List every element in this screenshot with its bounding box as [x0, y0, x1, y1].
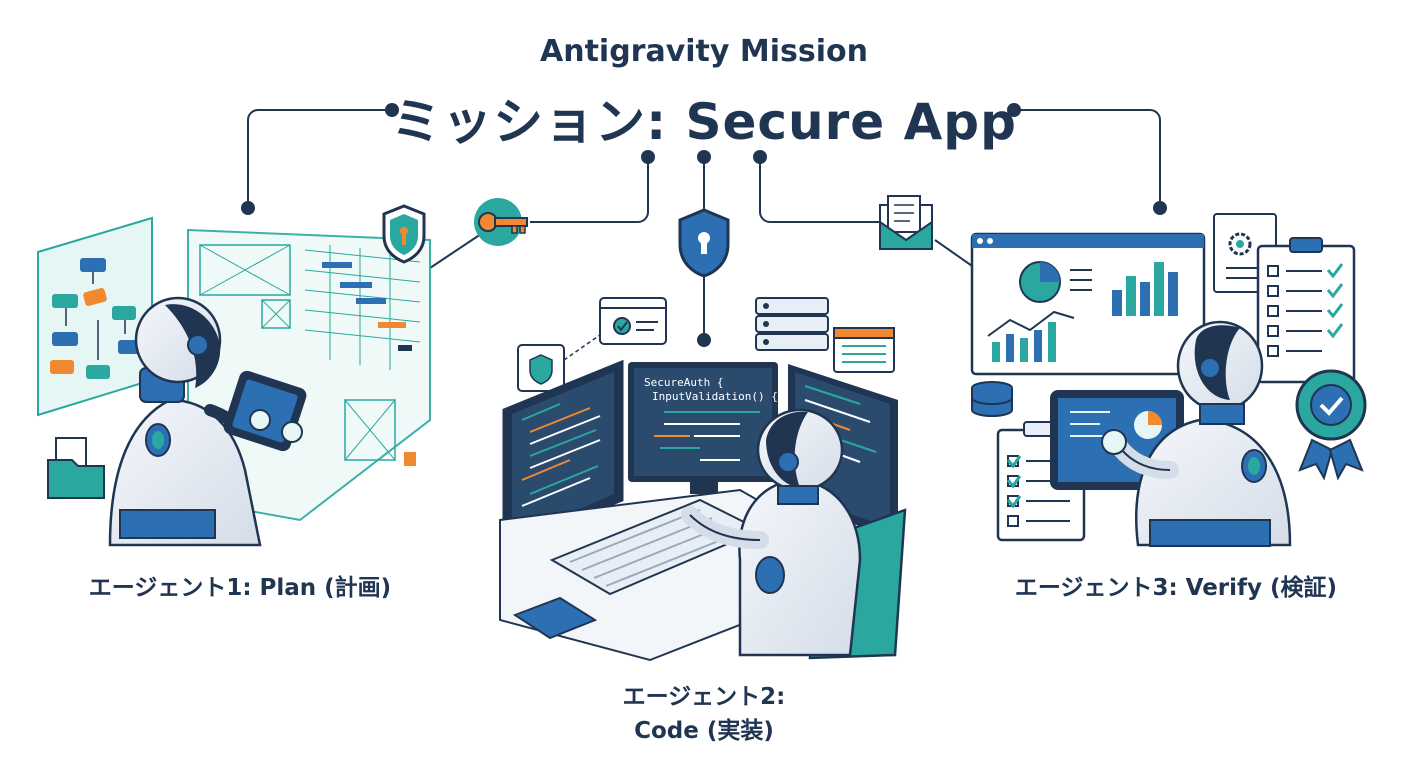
- mission-subtitle: Antigravity Mission: [540, 34, 868, 69]
- connector-dots: [241, 103, 1167, 347]
- award-badge-icon: [1295, 369, 1367, 481]
- connector-center-right: [759, 157, 880, 223]
- database-icon: [971, 381, 1013, 417]
- connector-mail-verify: [934, 239, 976, 269]
- agent1-label: エージェント1: Plan (計画): [88, 575, 392, 601]
- robot-planner: [108, 296, 307, 547]
- dot-title-left: [385, 103, 399, 117]
- dot-center-left: [641, 150, 655, 164]
- dot-center: [697, 150, 711, 164]
- lock-shield-icon: [678, 208, 730, 278]
- dot-right-end: [1153, 201, 1167, 215]
- plan-scene: [37, 204, 431, 547]
- dashboard-panel: [970, 232, 1206, 376]
- key-icon: [474, 198, 528, 246]
- verify-scene: [970, 213, 1367, 547]
- mail-icon: [879, 195, 933, 250]
- checklist-clipboard: [1256, 237, 1356, 384]
- code-scene: SecureAuth { InputValidation() {: [499, 297, 907, 662]
- server-icon: [755, 297, 829, 351]
- monitor-center: SecureAuth { InputValidation() {: [628, 362, 778, 494]
- data-window: [833, 327, 895, 373]
- code-line-2: InputValidation() {: [652, 390, 778, 403]
- flowchart-panel: [37, 216, 153, 417]
- agent2-label-line2: Code (実装): [634, 718, 774, 744]
- connector-center-left: [530, 157, 649, 223]
- dot-title-right: [1007, 103, 1021, 117]
- agent2-label-line1: エージェント2:: [622, 684, 786, 710]
- dot-left-end: [241, 201, 255, 215]
- robot-verifier: [1101, 320, 1292, 547]
- mission-title: ミッション: Secure App: [391, 93, 1017, 151]
- connector-right: [1014, 109, 1161, 205]
- connector-left: [247, 109, 392, 205]
- dot-code-top: [697, 333, 711, 347]
- shield-note: [517, 334, 601, 392]
- agent3-label: エージェント3: Verify (検証): [1014, 575, 1338, 601]
- shield-icon: [382, 204, 426, 264]
- dot-center-right: [753, 150, 767, 164]
- robot-coder: [681, 408, 862, 657]
- folder-icon: [47, 437, 105, 499]
- agent2-label: エージェント2: Code (実装): [520, 680, 888, 748]
- code-line-1: SecureAuth {: [644, 376, 723, 389]
- status-window: [599, 297, 667, 345]
- desk-tablet: [512, 596, 598, 640]
- monitor-left: [502, 359, 624, 551]
- gantt-panel: [187, 228, 431, 522]
